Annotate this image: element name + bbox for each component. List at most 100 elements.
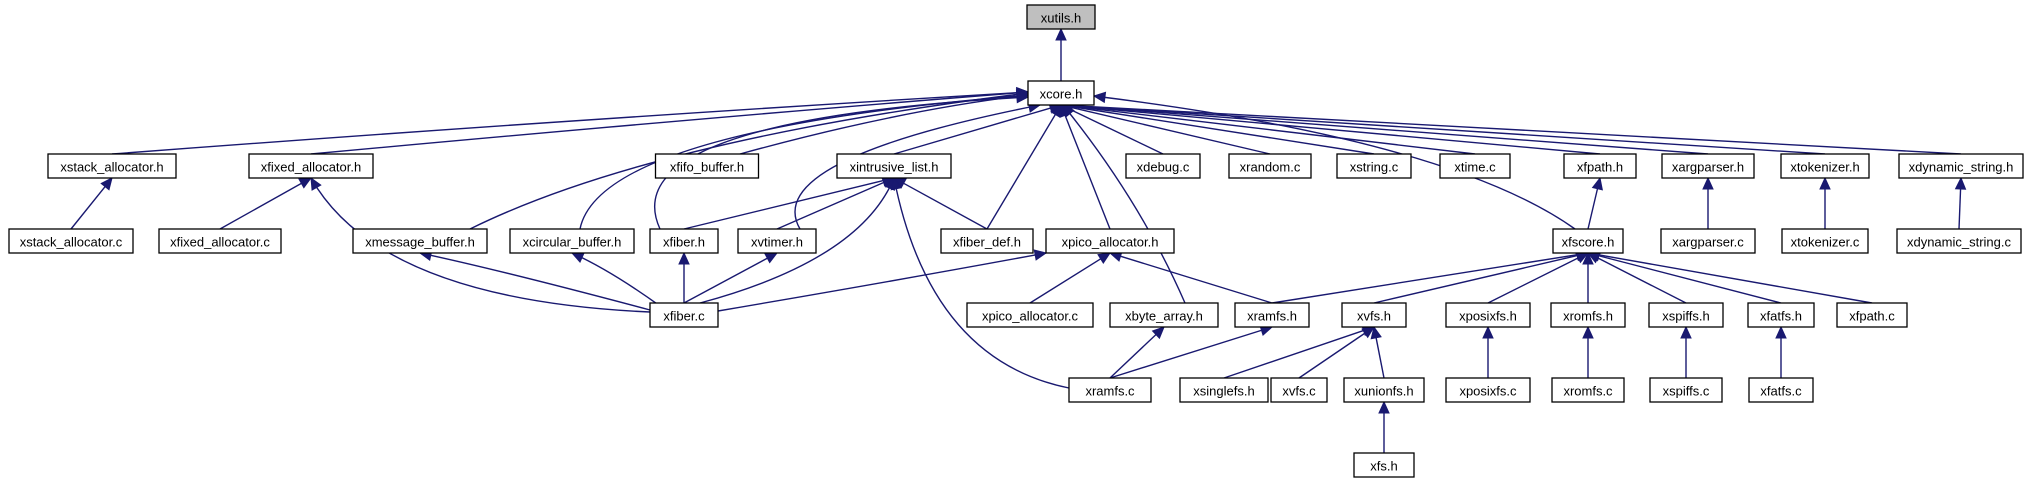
node-box[interactable] xyxy=(1234,302,1310,328)
node-box[interactable] xyxy=(1027,80,1095,106)
node-xspiffs-c[interactable]: xspiffs.c xyxy=(1649,377,1723,403)
node-xfs-h[interactable]: xfs.h xyxy=(1353,452,1415,478)
node-xromfs-h[interactable]: xromfs.h xyxy=(1550,302,1626,328)
edge-line xyxy=(1597,254,1873,304)
node-xfiber-c[interactable]: xfiber.c xyxy=(649,302,719,328)
node-box[interactable] xyxy=(1445,302,1531,328)
node-xutils-h[interactable]: xutils.h xyxy=(1026,4,1096,30)
node-box[interactable] xyxy=(352,228,488,254)
node-box[interactable] xyxy=(737,228,817,254)
node-box[interactable] xyxy=(1550,302,1626,328)
edge-line xyxy=(310,91,1029,155)
node-xfiber-h[interactable]: xfiber.h xyxy=(649,228,719,254)
node-box[interactable] xyxy=(649,228,719,254)
node-label: xfifo_buffer.h xyxy=(670,160,744,175)
node-xvfs-h[interactable]: xvfs.h xyxy=(1341,302,1407,328)
node-box[interactable] xyxy=(1045,228,1175,254)
node-box[interactable] xyxy=(1551,377,1625,403)
node-xunionfs-h[interactable]: xunionfs.h xyxy=(1343,377,1425,403)
node-box[interactable] xyxy=(1109,302,1219,328)
node-box[interactable] xyxy=(966,302,1094,328)
edge-line xyxy=(683,257,769,304)
node-box[interactable] xyxy=(1648,302,1724,328)
node-box[interactable] xyxy=(8,228,134,254)
node-xfpath-c[interactable]: xfpath.c xyxy=(1836,302,1908,328)
node-xmessage-buffer-h[interactable]: xmessage_buffer.h xyxy=(352,228,488,254)
node-box[interactable] xyxy=(1336,153,1412,179)
node-xdynamic-string-c[interactable]: xdynamic_string.c xyxy=(1896,228,2022,254)
node-xintrusive-list-h[interactable]: xintrusive_list.h xyxy=(836,153,952,179)
node-xstack-allocator-h[interactable]: xstack_allocator.h xyxy=(47,153,177,179)
node-xfifo-buffer-h[interactable]: xfifo_buffer.h xyxy=(654,153,760,179)
node-box[interactable] xyxy=(1353,452,1415,478)
node-label: xargparser.h xyxy=(1672,160,1744,175)
edge-xromfs_h-to-xfscore_h xyxy=(1582,251,1594,303)
node-box[interactable] xyxy=(649,302,719,328)
node-xfatfs-h[interactable]: xfatfs.h xyxy=(1747,302,1815,328)
node-box[interactable] xyxy=(1649,377,1723,403)
node-box[interactable] xyxy=(1836,302,1908,328)
node-box[interactable] xyxy=(1068,377,1152,403)
arrow-head-icon xyxy=(1097,252,1112,264)
node-xspiffs-h[interactable]: xspiffs.h xyxy=(1648,302,1724,328)
node-box[interactable] xyxy=(1563,153,1637,179)
node-xposixfs-c[interactable]: xposixfs.c xyxy=(1445,377,1531,403)
node-box[interactable] xyxy=(1439,153,1511,179)
node-xposixfs-h[interactable]: xposixfs.h xyxy=(1445,302,1531,328)
node-box[interactable] xyxy=(1341,302,1407,328)
node-xfixed-allocator-c[interactable]: xfixed_allocator.c xyxy=(158,228,282,254)
node-xfatfs-c[interactable]: xfatfs.c xyxy=(1748,377,1814,403)
node-label: xdynamic_string.h xyxy=(1909,160,2014,175)
node-box[interactable] xyxy=(1781,228,1869,254)
node-xramfs-h[interactable]: xramfs.h xyxy=(1234,302,1310,328)
node-box[interactable] xyxy=(1179,377,1269,403)
node-box[interactable] xyxy=(1661,153,1755,179)
node-box[interactable] xyxy=(836,153,952,179)
node-box[interactable] xyxy=(1552,228,1624,254)
node-xcore-h[interactable]: xcore.h xyxy=(1027,80,1095,106)
node-box[interactable] xyxy=(1343,377,1425,403)
node-box[interactable] xyxy=(654,153,760,179)
node-xtokenizer-h[interactable]: xtokenizer.h xyxy=(1780,153,1870,179)
node-box[interactable] xyxy=(1748,377,1814,403)
node-xvfs-c[interactable]: xvfs.c xyxy=(1270,377,1328,403)
node-box[interactable] xyxy=(1445,377,1531,403)
node-xstring-c[interactable]: xstring.c xyxy=(1336,153,1412,179)
node-box[interactable] xyxy=(1780,153,1870,179)
node-xfiber-def-h[interactable]: xfiber_def.h xyxy=(940,228,1034,254)
node-box[interactable] xyxy=(1896,228,2022,254)
node-box[interactable] xyxy=(1270,377,1328,403)
node-xdebug-c[interactable]: xdebug.c xyxy=(1125,153,1201,179)
edge-xunionfs_h-to-xvfs_h xyxy=(1370,325,1385,379)
node-box[interactable] xyxy=(47,153,177,179)
node-xbyte-array-h[interactable]: xbyte_array.h xyxy=(1109,302,1219,328)
node-xpico-allocator-c[interactable]: xpico_allocator.c xyxy=(966,302,1094,328)
node-xtokenizer-c[interactable]: xtokenizer.c xyxy=(1781,228,1869,254)
node-box[interactable] xyxy=(1125,153,1201,179)
node-xdynamic-string-h[interactable]: xdynamic_string.h xyxy=(1898,153,2024,179)
node-xsinglefs-h[interactable]: xsinglefs.h xyxy=(1179,377,1269,403)
node-xargparser-c[interactable]: xargparser.c xyxy=(1660,228,1756,254)
node-box[interactable] xyxy=(158,228,282,254)
node-xcircular-buffer-h[interactable]: xcircular_buffer.h xyxy=(509,228,635,254)
node-xfixed-allocator-h[interactable]: xfixed_allocator.h xyxy=(248,153,374,179)
node-xargparser-h[interactable]: xargparser.h xyxy=(1661,153,1755,179)
node-box[interactable] xyxy=(1660,228,1756,254)
node-box[interactable] xyxy=(940,228,1034,254)
arrow-head-icon xyxy=(1954,176,1967,190)
node-xfscore-h[interactable]: xfscore.h xyxy=(1552,228,1624,254)
node-box[interactable] xyxy=(248,153,374,179)
node-xrandom-c[interactable]: xrandom.c xyxy=(1228,153,1312,179)
node-xfpath-h[interactable]: xfpath.h xyxy=(1563,153,1637,179)
node-box[interactable] xyxy=(509,228,635,254)
node-box[interactable] xyxy=(1228,153,1312,179)
node-xstack-allocator-c[interactable]: xstack_allocator.c xyxy=(8,228,134,254)
node-xromfs-c[interactable]: xromfs.c xyxy=(1551,377,1625,403)
node-box[interactable] xyxy=(1747,302,1815,328)
node-box[interactable] xyxy=(1898,153,2024,179)
node-xtime-c[interactable]: xtime.c xyxy=(1439,153,1511,179)
node-xvtimer-h[interactable]: xvtimer.h xyxy=(737,228,817,254)
node-box[interactable] xyxy=(1026,4,1096,30)
node-xramfs-c[interactable]: xramfs.c xyxy=(1068,377,1152,403)
node-xpico-allocator-h[interactable]: xpico_allocator.h xyxy=(1045,228,1175,254)
